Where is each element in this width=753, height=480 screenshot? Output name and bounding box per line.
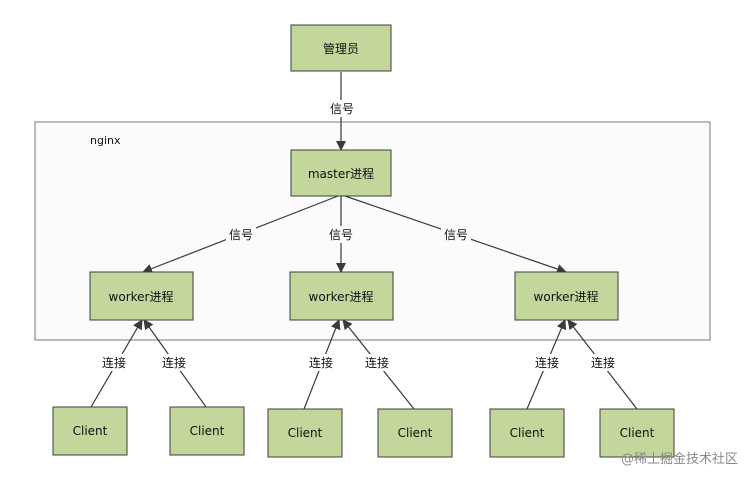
edge-label-admin-master: 信号 [330,102,354,116]
edge-label-client-2: 连接 [162,355,186,370]
node-client-2[interactable]: Client [169,406,245,456]
node-client-3-label: Client [288,426,323,440]
node-client-1-label: Client [73,424,108,438]
node-client-5-label: Client [510,426,545,440]
edge-label-client-1: 连接 [102,355,126,370]
edge-label-master-worker-1: 信号 [229,228,253,242]
watermark: @稀土掘金技术社区 [621,451,738,467]
nodes: 管理员 master进程 worker进程 worker进程 worker进程 … [52,24,675,458]
node-worker-2[interactable]: worker进程 [289,271,394,321]
node-client-4[interactable]: Client [377,408,453,458]
node-client-3[interactable]: Client [267,408,343,458]
node-client-4-label: Client [398,426,433,440]
node-worker-1[interactable]: worker进程 [89,271,194,321]
node-master[interactable]: master进程 [290,149,392,197]
node-worker-3[interactable]: worker进程 [514,271,619,321]
edge-label-master-worker-2: 信号 [329,228,353,242]
edge-label-client-5: 连接 [535,355,559,370]
edge-label-client-6: 连接 [591,355,615,370]
node-client-5[interactable]: Client [489,408,565,458]
node-worker-1-label: worker进程 [109,289,174,304]
edge-labels: 信号 信号 信号 信号 连接 连接 连接 连接 连接 连接 [99,100,618,371]
node-admin-label: 管理员 [323,41,359,56]
node-client-1[interactable]: Client [52,406,128,456]
node-master-label: master进程 [308,166,374,181]
edge-label-client-4: 连接 [365,355,389,370]
node-client-2-label: Client [190,424,225,438]
node-client-6[interactable]: Client [599,408,675,458]
nginx-frame-label: nginx [90,134,121,147]
node-client-6-label: Client [620,426,655,440]
node-admin[interactable]: 管理员 [290,24,392,72]
node-worker-3-label: worker进程 [534,289,599,304]
node-worker-2-label: worker进程 [309,289,374,304]
edge-label-master-worker-3: 信号 [444,228,468,242]
edge-label-client-3: 连接 [309,355,333,370]
